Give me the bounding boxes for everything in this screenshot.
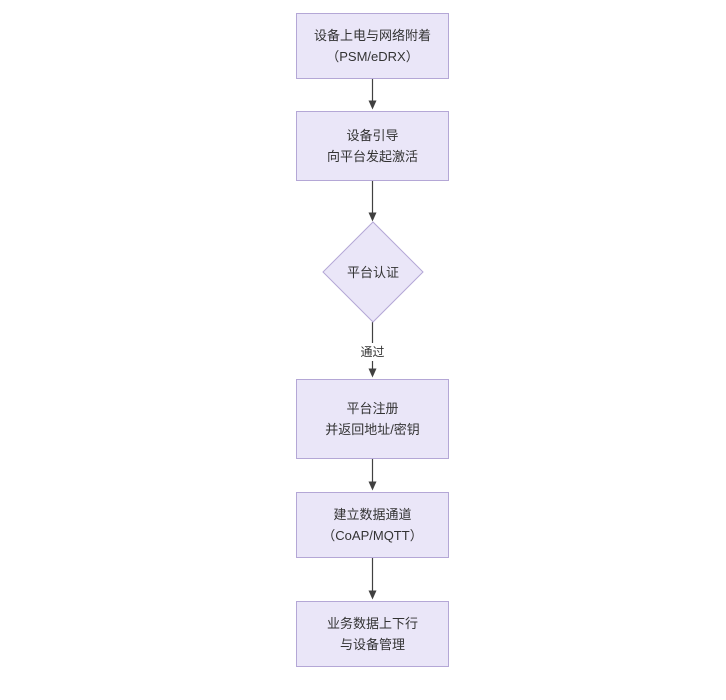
- node-platform-register-line2: 并返回地址/密钥: [325, 422, 420, 437]
- node-platform-auth-label: 平台认证: [346, 264, 399, 280]
- node-service-data-line2: 与设备管理: [339, 637, 405, 652]
- diamond-shape: [322, 221, 424, 323]
- node-data-channel-line1: 建立数据通道: [333, 507, 412, 522]
- node-platform-register-line1: 平台注册: [346, 401, 399, 416]
- node-service-data[interactable]: 业务数据上下行 与设备管理: [296, 601, 449, 667]
- node-data-channel[interactable]: 建立数据通道 （CoAP/MQTT）: [296, 492, 449, 558]
- node-data-channel-line2: （CoAP/MQTT）: [322, 528, 423, 543]
- node-platform-register[interactable]: 平台注册 并返回地址/密钥: [296, 379, 449, 459]
- node-service-data-line1: 业务数据上下行: [326, 616, 418, 631]
- node-platform-auth[interactable]: 平台认证: [322, 221, 424, 323]
- node-bootstrap[interactable]: 设备引导 向平台发起激活: [296, 111, 449, 181]
- edge-label-pass: 通过: [358, 343, 387, 361]
- node-bootstrap-line1: 设备引导: [346, 128, 399, 143]
- node-power-on[interactable]: 设备上电与网络附着 （PSM/eDRX）: [296, 13, 449, 79]
- node-power-on-line1: 设备上电与网络附着: [313, 28, 431, 43]
- node-bootstrap-line2: 向平台发起激活: [326, 149, 418, 164]
- node-power-on-line2: （PSM/eDRX）: [326, 49, 419, 64]
- edge-label-pass-text: 通过: [360, 345, 385, 359]
